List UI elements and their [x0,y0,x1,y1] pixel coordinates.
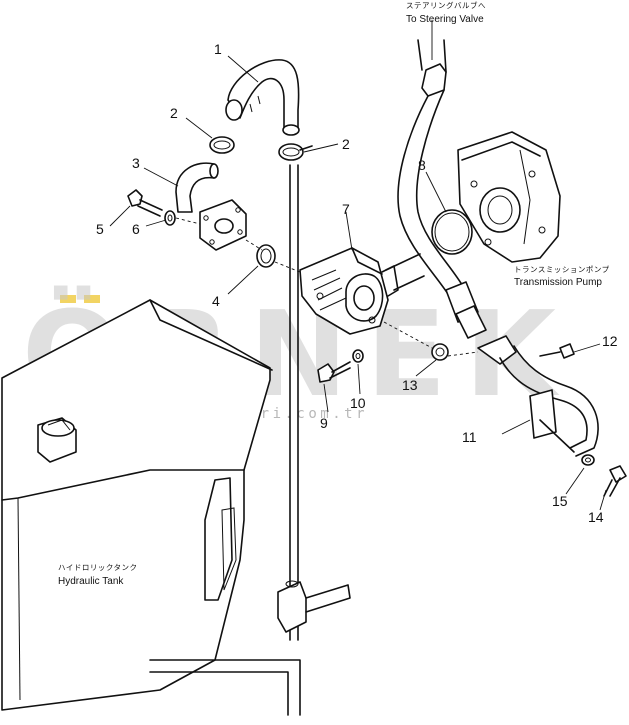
watermark-accent-left [60,295,76,303]
callout-14: 14 [588,509,604,525]
part-12-bolt [539,343,575,359]
callout-7: 7 [342,201,350,217]
watermark-accent-right [84,295,100,303]
callout-numbers: 1 2 2 3 4 5 6 7 8 9 10 11 12 13 14 15 [96,41,618,525]
callout-9: 9 [320,415,328,431]
callout-11: 11 [462,429,477,445]
callout-2a: 2 [170,105,178,121]
callout-13: 13 [402,377,418,393]
part-14-bolt [603,465,627,497]
part-13-oring [431,343,449,361]
part-5-bolt [127,189,163,217]
tank-label-en: Hydraulic Tank [58,576,124,587]
part-11-pipe [477,335,599,457]
callout-leaders [109,55,607,511]
part-4-oring [256,244,276,268]
transmission-label-en: Transmission Pump [514,277,602,288]
tank-label-jp: ハイドロリックタンク [58,563,138,572]
part-3-elbow [175,162,247,251]
part-15-washer [581,454,595,466]
callout-10: 10 [350,395,366,411]
part-8-oring [431,209,473,255]
callout-15: 15 [552,493,568,509]
callout-8: 8 [418,157,426,173]
callout-6: 6 [132,221,140,237]
part-7-pump [299,247,425,335]
part-10-washer [352,349,364,363]
callout-2b: 2 [342,136,350,152]
part-9-bolt [317,361,351,383]
callout-1: 1 [214,41,222,57]
callout-4: 4 [212,293,220,309]
part-2-clamps [209,136,313,161]
part-1-hose [225,59,300,136]
callout-5: 5 [96,221,104,237]
part-6-washer [164,210,176,226]
steering-label-jp: ステアリングバルブへ [406,0,486,10]
hydraulic-tank: ハイドロリックタンク Hydraulic Tank [1,164,351,716]
callout-12: 12 [602,333,618,349]
steering-label-en: To Steering Valve [406,14,484,25]
transmission-pump: トランスミッションポンプ Transmission Pump [457,131,610,288]
steering-hose [397,39,487,339]
transmission-label-jp: トランスミッションポンプ [514,265,610,274]
callout-3: 3 [132,155,140,171]
